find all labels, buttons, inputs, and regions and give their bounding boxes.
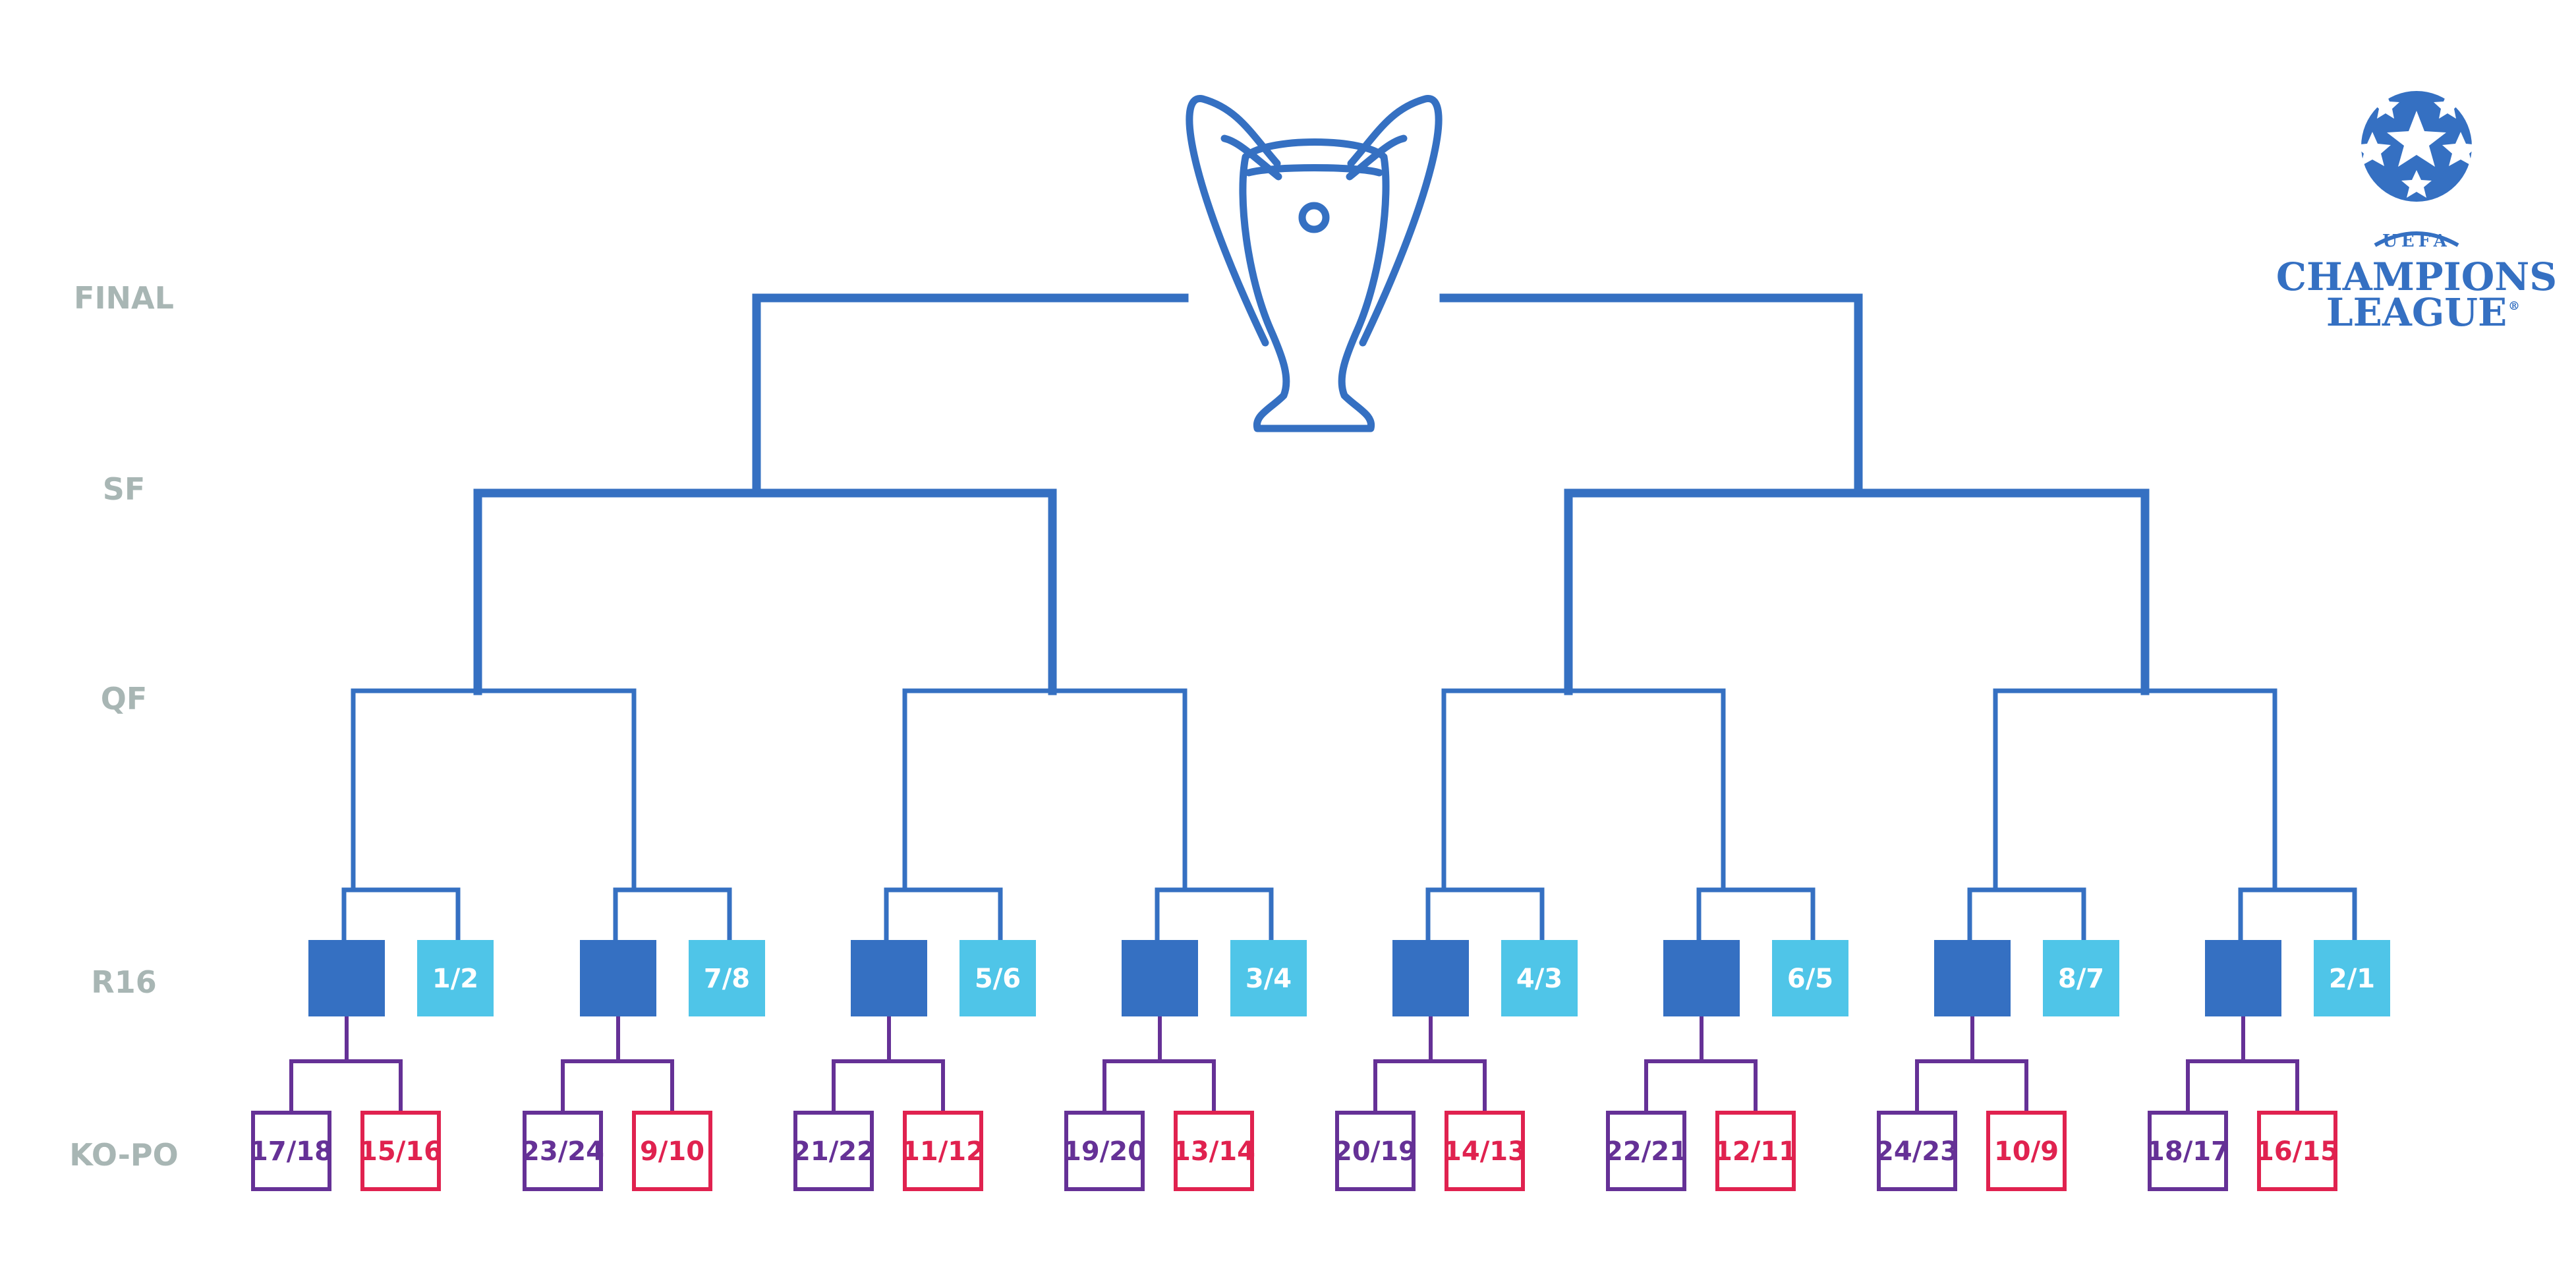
kopo-bracket-1	[289, 1059, 403, 1115]
label-sf: SF	[103, 471, 146, 507]
kopo-red-box	[632, 1111, 712, 1191]
label-final: FINAL	[74, 280, 174, 316]
logo-uefa: UEFA	[2382, 231, 2451, 251]
logo-line2: LEAGUE	[2326, 290, 2507, 335]
kopo-red-box	[1174, 1111, 1254, 1191]
r16-seeded-box	[1663, 940, 1740, 1016]
r16-winner-box	[2043, 940, 2119, 1016]
r16-winner-box	[1772, 940, 1848, 1016]
kopo-purple-box	[1335, 1111, 1416, 1191]
kopo-purple-label: 22/21	[1605, 1136, 1688, 1167]
r16-bracket-4	[1155, 887, 1274, 943]
kopo-red-box	[1986, 1111, 2067, 1191]
r16-bracket-6	[1696, 887, 1816, 943]
r16-seeded-box	[1392, 940, 1469, 1016]
r16-winner-box	[1230, 940, 1307, 1016]
label-kopo: KO-PO	[69, 1137, 178, 1173]
r16-seeded-box	[851, 940, 927, 1016]
r16-winner-label: 7/8	[704, 964, 750, 994]
r16-seeded-box	[1934, 940, 2011, 1016]
kopo-red-box	[1715, 1111, 1796, 1191]
r16-bracket-7	[1967, 887, 2086, 943]
r16-winner-box	[417, 940, 494, 1016]
kopo-purple-label: 20/19	[1334, 1136, 1417, 1167]
kopo-red-label: 9/10	[640, 1136, 704, 1167]
kopo-red-box	[1445, 1111, 1525, 1191]
r16-bracket-8	[2238, 887, 2357, 943]
r16-winner-label: 8/7	[2058, 964, 2104, 994]
kopo-purple-box	[1606, 1111, 1686, 1191]
r16-winner-box	[2314, 940, 2390, 1016]
kopo-purple-label: 18/17	[2146, 1136, 2229, 1167]
trophy-icon	[1186, 95, 1443, 432]
r16-bracket-1	[341, 887, 461, 943]
r16-winner-label: 2/1	[2329, 964, 2375, 994]
kopo-bracket-3	[832, 1059, 945, 1115]
r16-winner-label: 5/6	[975, 964, 1021, 994]
kopo-purple-box	[1064, 1111, 1145, 1191]
kopo-red-box	[360, 1111, 441, 1191]
logo-line1: CHAMPIONS	[2276, 254, 2557, 299]
r16-winner-box	[689, 940, 765, 1016]
qf-bracket-1	[351, 688, 637, 893]
kopo-purple-label: 24/23	[1875, 1136, 1959, 1167]
qf-bracket-4	[1993, 688, 2277, 893]
sf-bracket-1	[473, 488, 1057, 695]
kopo-red-box	[903, 1111, 983, 1191]
kopo-bracket-2	[561, 1059, 674, 1115]
kopo-red-label: 11/12	[902, 1136, 985, 1167]
kopo-bracket-6	[1644, 1059, 1758, 1115]
kopo-purple-box	[793, 1111, 874, 1191]
kopo-purple-box	[2148, 1111, 2228, 1191]
bracket-lines-final-sf	[473, 293, 2150, 695]
kopo-red-label: 15/16	[359, 1136, 442, 1167]
sf-bracket-2	[1564, 488, 2150, 695]
kopo-red-label: 10/9	[1994, 1136, 2059, 1167]
qf-bracket-3	[1441, 688, 1726, 893]
qf-bracket-2	[902, 688, 1188, 893]
final-line-right	[1439, 293, 1863, 498]
kopo-red-label: 16/15	[2256, 1136, 2339, 1167]
kopo-purple-label: 23/24	[521, 1136, 604, 1167]
final-line-left	[752, 293, 1189, 498]
r16-bracket-2	[613, 887, 732, 943]
kopo-purple-box	[523, 1111, 603, 1191]
r16-seeded-box	[580, 940, 656, 1016]
r16-winner-label: 6/5	[1787, 964, 1833, 994]
kopo-bracket-4	[1102, 1059, 1216, 1115]
kopo-purple-label: 17/18	[250, 1136, 333, 1167]
bracket-lines-qf-r16	[341, 688, 2357, 943]
kopo-bracket-8	[2186, 1059, 2299, 1115]
r16-winner-label: 1/2	[432, 964, 478, 994]
kopo-purple-box	[1877, 1111, 1957, 1191]
label-r16: R16	[91, 964, 156, 1000]
kopo-purple-box	[251, 1111, 331, 1191]
kopo-bracket-5	[1373, 1059, 1487, 1115]
kopo-red-label: 14/13	[1443, 1136, 1526, 1167]
kopo-bracket-7	[1915, 1059, 2028, 1115]
kopo-red-label: 12/11	[1714, 1136, 1797, 1167]
kopo-red-box	[2257, 1111, 2337, 1191]
r16-winner-box	[1501, 940, 1578, 1016]
champions-league-logo: UEFA CHAMPIONS LEAGUE ®	[2276, 91, 2557, 335]
starball-icon	[2354, 91, 2479, 202]
r16-seeded-box	[2205, 940, 2281, 1016]
logo-registered: ®	[2508, 299, 2520, 313]
label-qf: QF	[101, 681, 148, 717]
r16-bracket-3	[884, 887, 1003, 943]
bracket-boxes: 1/2 17/18 15/16 7/8 23/24 9/10 5/6 21/22 11/12 3/…	[250, 940, 2390, 1191]
r16-winner-box	[959, 940, 1036, 1016]
kopo-purple-label: 21/22	[792, 1136, 875, 1167]
r16-winner-label: 4/3	[1516, 964, 1562, 994]
kopo-purple-label: 19/20	[1063, 1136, 1146, 1167]
r16-seeded-box	[1122, 940, 1198, 1016]
bracket-lines-kopo	[289, 1014, 2299, 1115]
r16-winner-label: 3/4	[1245, 964, 1292, 994]
kopo-red-label: 13/14	[1172, 1136, 1255, 1167]
r16-bracket-5	[1425, 887, 1545, 943]
r16-seeded-box	[308, 940, 385, 1016]
